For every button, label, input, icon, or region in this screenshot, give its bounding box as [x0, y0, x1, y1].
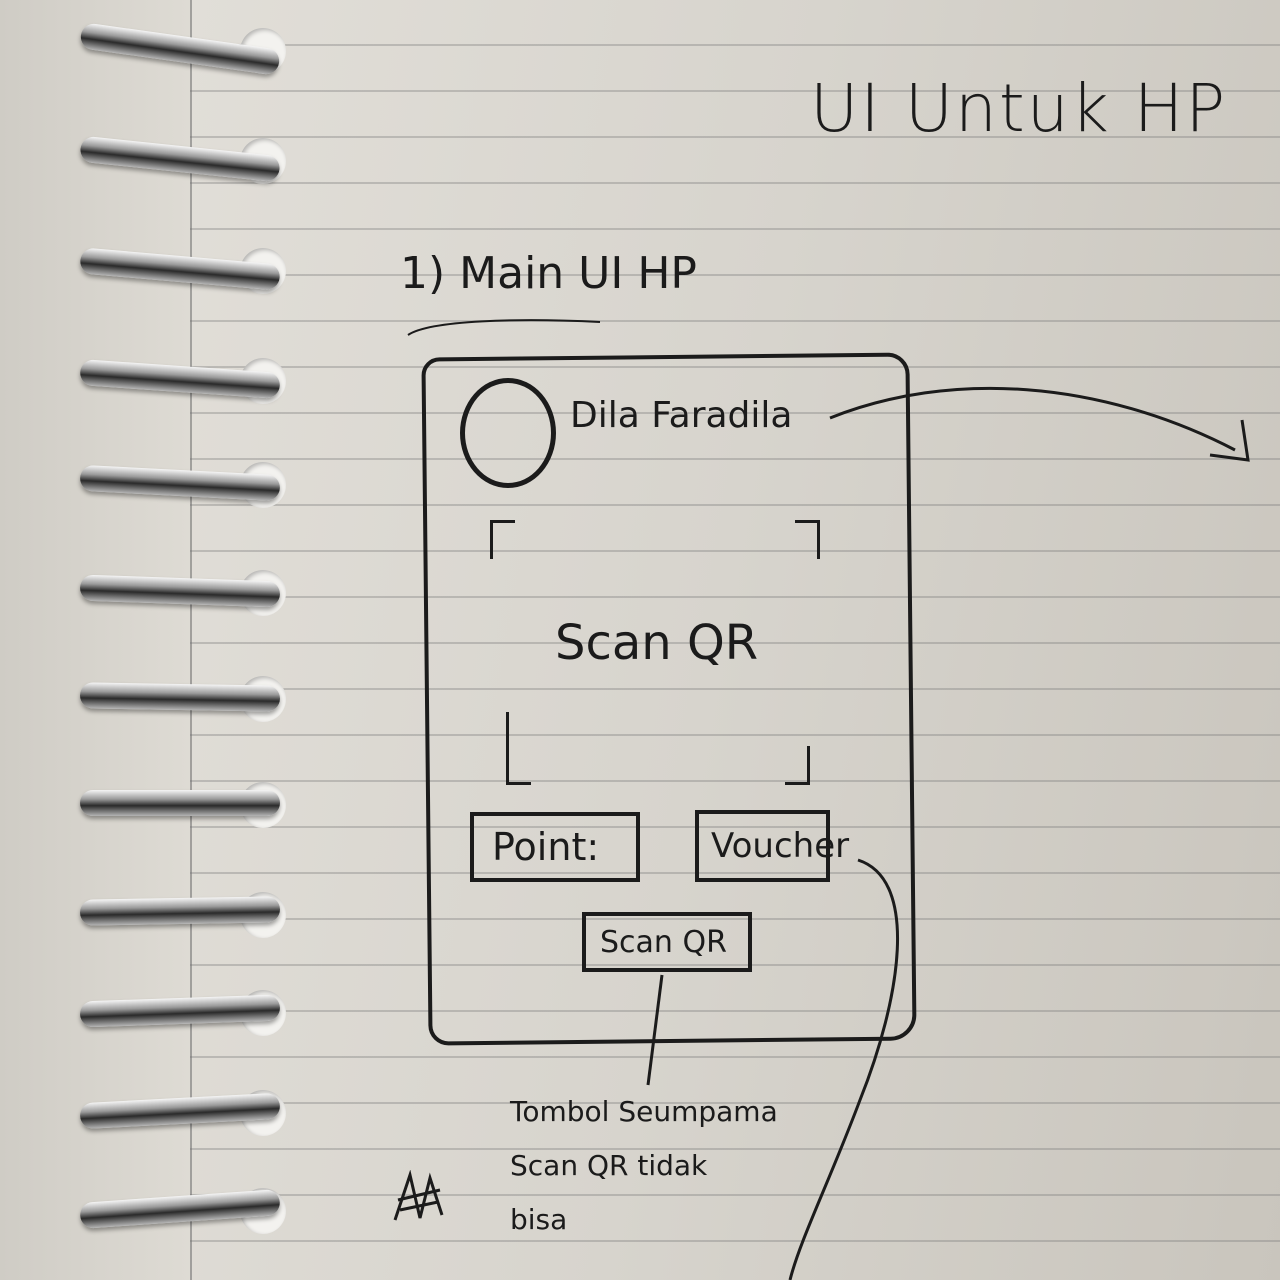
- annotation-line: bisa: [510, 1203, 568, 1236]
- spiral-ring: [79, 896, 281, 926]
- annotation-note: Tombol Seumpama Scan QR tidak bisa: [510, 1085, 778, 1247]
- scan-corner-top-left: [490, 520, 515, 559]
- scribble-mark: [393, 1170, 444, 1221]
- user-name: Dila Faradila: [570, 395, 793, 436]
- point-button[interactable]: Point:: [470, 812, 640, 882]
- page-title: UI Untuk HP: [810, 70, 1228, 147]
- scan-corner-top-right: [795, 520, 820, 559]
- spiral-ring: [79, 682, 281, 712]
- scan-qr-button[interactable]: Scan QR: [582, 912, 752, 972]
- annotation-line: Tombol Seumpama: [510, 1095, 778, 1128]
- qr-scan-area[interactable]: [490, 520, 820, 785]
- avatar[interactable]: [460, 378, 556, 488]
- margin-line: [190, 0, 192, 1280]
- scan-corner-bottom-right: [785, 746, 810, 785]
- binding-strip: [0, 0, 190, 1280]
- scan-area-label: Scan QR: [555, 615, 759, 671]
- scan-corner-bottom-left: [506, 712, 531, 785]
- spiral-ring: [80, 790, 280, 816]
- annotation-line: Scan QR tidak: [510, 1149, 708, 1182]
- section-heading: 1) Main UI HP: [400, 248, 697, 299]
- voucher-button[interactable]: Voucher: [695, 810, 849, 882]
